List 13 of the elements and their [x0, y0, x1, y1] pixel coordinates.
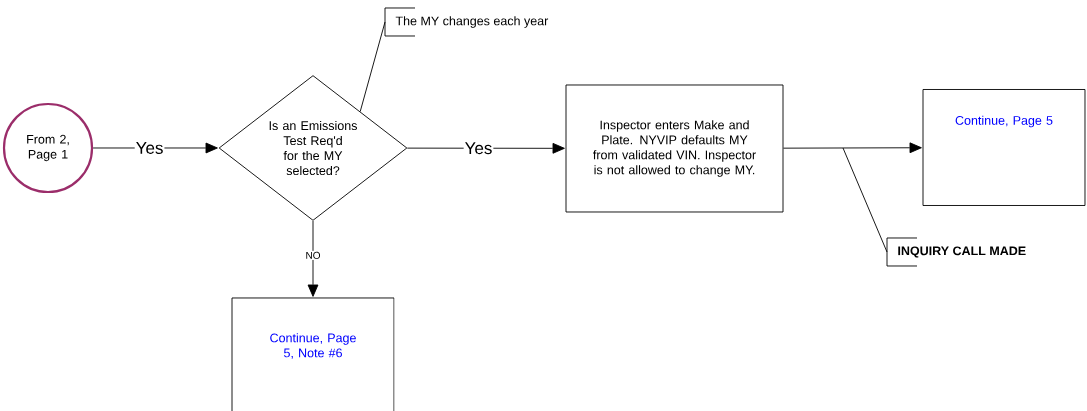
page-reference-box: Continue, Page 5	[922, 89, 1086, 206]
page-reference-box: Continue, Page 5, Note #6	[231, 297, 395, 411]
arrow	[406, 142, 565, 154]
edge-label: NO	[304, 250, 322, 260]
annotation-callout: The MY changes each year	[384, 7, 549, 37]
edge-label: Yes	[463, 141, 494, 156]
arrow	[783, 142, 922, 154]
arrow	[307, 220, 319, 297]
leader-line	[359, 21, 386, 112]
edge-label: Yes	[134, 141, 165, 155]
process-box: Inspector enters Make and Plate. NYVIP defaults MY from validated VIN. Inspector is not allowed to change MY.	[565, 84, 784, 213]
annotation-callout: INQUIRY CALL MADE	[886, 237, 1026, 267]
leader-line	[842, 147, 888, 253]
